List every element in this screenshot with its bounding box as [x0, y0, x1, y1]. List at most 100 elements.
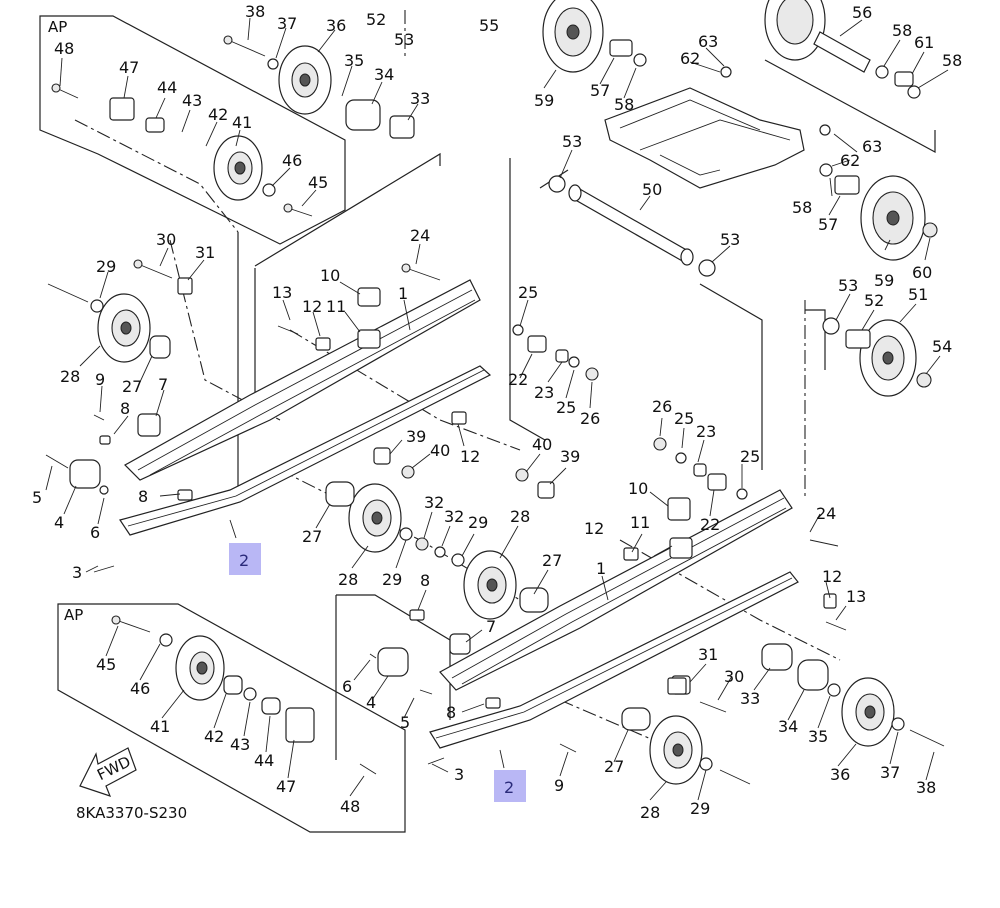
callout: 7 — [158, 375, 168, 394]
callout: 42 — [204, 727, 224, 746]
callout: 53 — [838, 276, 858, 295]
callout: 3 — [454, 765, 464, 784]
callout: 53 — [394, 30, 414, 49]
ap-box-top — [39, 15, 346, 245]
wheel-59-top-left — [542, 0, 604, 73]
bracket-left-top — [188, 232, 239, 501]
callout: 13 — [272, 283, 292, 302]
callout: 6 — [342, 677, 352, 696]
callout: 28 — [60, 367, 80, 386]
callout: 58 — [792, 198, 812, 217]
callout: 63 — [698, 32, 718, 51]
bracket-right-side — [805, 309, 826, 370]
wheel-28-center — [463, 550, 517, 620]
callout: 6 — [90, 523, 100, 542]
callout: 22 — [508, 370, 528, 389]
callout: 38 — [245, 2, 265, 21]
callout: 58 — [942, 51, 962, 70]
callout: 4 — [54, 513, 64, 532]
callout: 59 — [874, 271, 894, 290]
callout: 42 — [208, 105, 228, 124]
callout: 23 — [696, 422, 716, 441]
callout: 37 — [277, 14, 297, 33]
callout: 46 — [130, 679, 150, 698]
bracket-right-top — [764, 59, 936, 154]
callout: 31 — [698, 645, 718, 664]
callout: 26 — [580, 409, 600, 428]
callout: 34 — [374, 65, 394, 84]
fwd-arrow-icon — [79, 747, 137, 797]
callout: 50 — [642, 180, 662, 199]
callout: 59 — [534, 91, 554, 110]
callout: 44 — [254, 751, 274, 770]
callout: 36 — [830, 765, 850, 784]
highlight-part-2-lower — [494, 770, 526, 802]
callout: 12 — [822, 567, 842, 586]
callout: 31 — [195, 243, 215, 262]
callout: 9 — [554, 776, 564, 795]
callout: 52 — [366, 10, 386, 29]
highlight-part-2-upper — [229, 543, 261, 575]
callout: 8 — [120, 399, 130, 418]
drawing-code: 8KA3370-S230 — [76, 804, 187, 822]
small-parts — [45, 31, 945, 785]
callout: 28 — [640, 803, 660, 822]
callout: 8 — [420, 571, 430, 590]
callout: 39 — [406, 427, 426, 446]
ap-box-bottom — [57, 603, 406, 833]
callout: 63 — [862, 137, 882, 156]
swing-arm-frame — [604, 87, 805, 189]
callout: 26 — [652, 397, 672, 416]
callout: 3 — [72, 563, 82, 582]
callout: 35 — [344, 51, 364, 70]
callout: 25 — [674, 409, 694, 428]
wheel-36-lower-right — [841, 677, 895, 747]
wheel-36-top — [278, 45, 332, 115]
callout: 12 — [460, 447, 480, 466]
callout: 10 — [628, 479, 648, 498]
callout: 22 — [700, 515, 720, 534]
slide-rail-upper-left — [119, 279, 492, 536]
callout: 30 — [724, 667, 744, 686]
callout: 29 — [382, 570, 402, 589]
callout: 9 — [95, 370, 105, 389]
callout: 5 — [400, 713, 410, 732]
callout: 27 — [542, 551, 562, 570]
callout: 55 — [479, 16, 499, 35]
callout: 53 — [720, 230, 740, 249]
callout: 46 — [282, 151, 302, 170]
callout: 58 — [614, 95, 634, 114]
centerline-upper-1 — [74, 119, 239, 233]
callout: 1 — [596, 559, 606, 578]
wheel-28-upper-left — [97, 293, 151, 363]
callout: 11 — [326, 297, 346, 316]
wheel-59-right — [860, 175, 926, 261]
callout: 47 — [119, 58, 139, 77]
callout: 25 — [556, 398, 576, 417]
wheel-28-lower — [649, 715, 703, 785]
callout: 40 — [532, 435, 552, 454]
callout: 41 — [150, 717, 170, 736]
callout: 53 — [562, 132, 582, 151]
callout: 13 — [846, 587, 866, 606]
callout: 62 — [680, 49, 700, 68]
callout: 33 — [410, 89, 430, 108]
wheel-28-middle — [348, 483, 402, 553]
callout: 12 — [584, 519, 604, 538]
callout: 47 — [276, 777, 296, 796]
bracket-center — [509, 158, 546, 441]
callout: 7 — [486, 617, 496, 636]
axle-50 — [568, 184, 694, 266]
callout: 34 — [778, 717, 798, 736]
callout: 25 — [740, 447, 760, 466]
callout-2-lower: 2 — [504, 778, 514, 797]
bracket-right-axle — [699, 283, 763, 470]
callout: 60 — [912, 263, 932, 282]
callout: 58 — [892, 21, 912, 40]
callout: 39 — [560, 447, 580, 466]
callout: 56 — [852, 3, 872, 22]
callout: 33 — [740, 689, 760, 708]
callout: 8 — [446, 703, 456, 722]
callout: 32 — [424, 493, 444, 512]
